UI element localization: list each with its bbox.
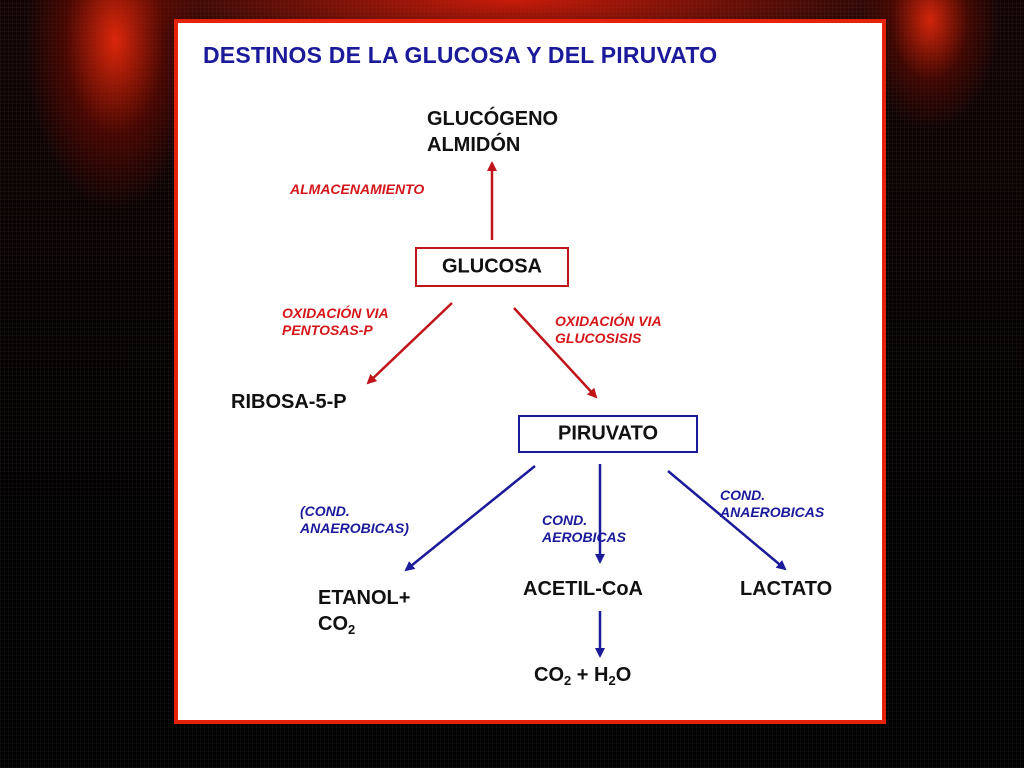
anaerobicas-left-line1: (COND. — [300, 503, 350, 519]
glucosa-box: GLUCOSA — [415, 247, 569, 287]
co2-h2o-node: CO2 + H2O — [534, 662, 631, 688]
lactato-node: LACTATO — [740, 578, 833, 600]
etanol-text: ETANOL+ — [318, 587, 411, 609]
arrow-piruvato-to-etanol — [404, 465, 536, 572]
arrow-glucosa-to-ribosa — [366, 302, 453, 385]
etanol-co2-node: ETANOL+ CO2 — [318, 585, 410, 637]
aerobicas-line1: COND. — [542, 512, 588, 528]
co2-subscript: 2 — [564, 673, 572, 688]
anaerobicas-right-line2: ANAEROBICAS — [720, 504, 825, 520]
anaerobicas-right-label: COND. ANAEROBICAS — [720, 487, 824, 521]
o-text: O — [615, 664, 632, 686]
slide-panel — [174, 19, 886, 724]
glucosisis-label-line2: GLUCOSISIS — [555, 330, 642, 346]
ribosa-node: RIBOSA-5-P — [231, 391, 347, 413]
pentosas-label-line2: PENTOSAS-P — [282, 322, 373, 338]
glucosa-text: GLUCOSA — [442, 255, 542, 278]
etanol-co2-text: CO2 — [318, 613, 356, 637]
piruvato-text: PIRUVATO — [557, 422, 658, 445]
almidon-text: ALMIDÓN — [427, 134, 521, 156]
piruvato-box: PIRUVATO — [518, 415, 698, 453]
pentosas-label-line1: OXIDACIÓN VIA — [282, 305, 389, 321]
anaerobicas-left-line2: ANAEROBICAS) — [300, 520, 409, 536]
anaerobicas-right-line1: COND. — [720, 487, 766, 503]
slide-title: DESTINOS DE LA GLUCOSA Y DEL PIRUVATO — [203, 42, 718, 68]
almacenamiento-label: ALMACENAMIENTO — [290, 181, 425, 197]
glucosisis-label-line1: OXIDACIÓN VIA — [555, 313, 662, 329]
arrow-glucosa-to-piruvato — [513, 307, 598, 399]
arrow-piruvato-to-lactato — [667, 470, 787, 571]
anaerobicas-left-label: (COND. ANAEROBICAS) — [300, 503, 409, 537]
glucosisis-label: OXIDACIÓN VIA GLUCOSISIS — [555, 313, 662, 347]
plus-h-text: + H — [571, 664, 609, 686]
etanol-co2-subscript: 2 — [348, 622, 356, 637]
co2-text: CO — [534, 664, 564, 686]
glucogeno-almidon-node: GLUCÓGENO ALMIDÓN — [427, 106, 558, 158]
aerobicas-line2: AEROBICAS — [542, 529, 627, 545]
aerobicas-label: COND. AEROBICAS — [542, 512, 626, 546]
h2-subscript: 2 — [608, 673, 616, 688]
acetil-coa-node: ACETIL-CoA — [523, 578, 643, 600]
glucogeno-text: GLUCÓGENO — [427, 108, 559, 130]
pentosas-label: OXIDACIÓN VIA PENTOSAS-P — [282, 305, 389, 339]
